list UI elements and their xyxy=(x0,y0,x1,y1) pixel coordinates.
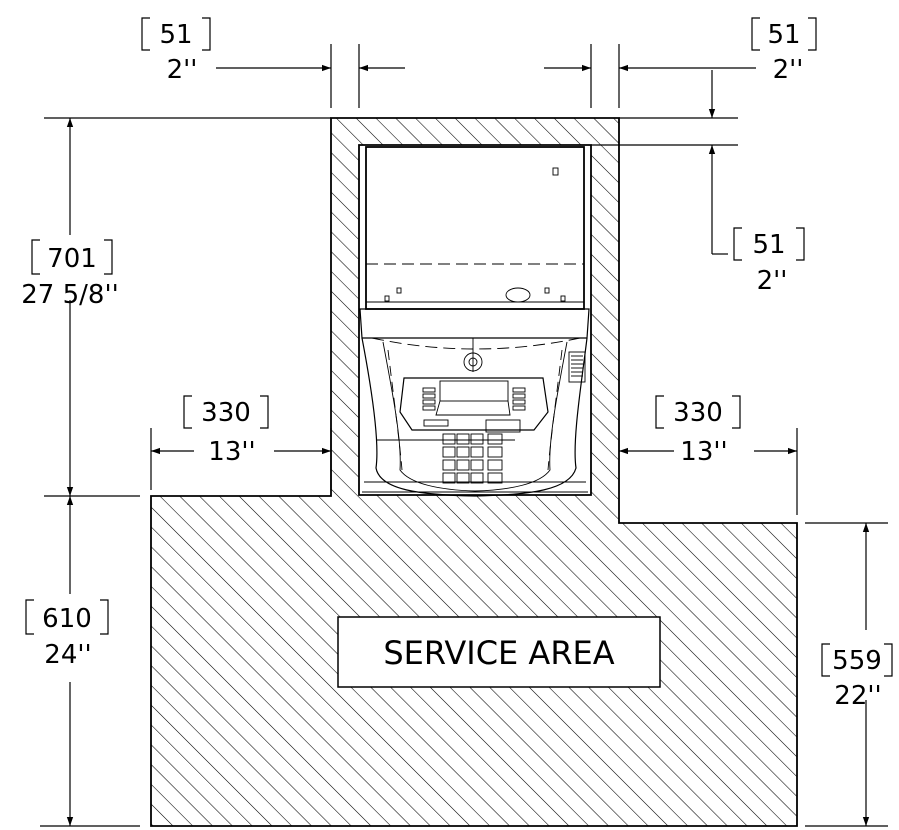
dim-top-left-gap: 51 2'' xyxy=(141,17,405,108)
dim-enclosure-depth: 701 27 5/8'' xyxy=(21,117,331,497)
svg-text:SERVICE AREA: SERVICE AREA xyxy=(383,634,614,672)
dim-side-clearance-right: 330 13'' xyxy=(619,395,798,515)
svg-text:559: 559 xyxy=(832,646,882,676)
atm-unit xyxy=(359,146,590,497)
svg-text:330: 330 xyxy=(201,398,251,428)
svg-text:330: 330 xyxy=(673,398,723,428)
svg-text:27 5/8'': 27 5/8'' xyxy=(21,280,119,310)
svg-text:22'': 22'' xyxy=(834,681,881,711)
svg-text:701: 701 xyxy=(47,244,97,274)
svg-text:2'': 2'' xyxy=(757,266,788,296)
svg-text:13'': 13'' xyxy=(680,437,727,467)
svg-text:51: 51 xyxy=(159,20,192,50)
svg-text:2'': 2'' xyxy=(773,55,804,85)
service-area-label: SERVICE AREA xyxy=(337,616,661,688)
svg-text:51: 51 xyxy=(752,230,785,260)
svg-text:24'': 24'' xyxy=(44,640,91,670)
svg-text:610: 610 xyxy=(42,604,92,634)
svg-text:2'': 2'' xyxy=(167,55,198,85)
dim-front-depth-left: 610 24'' xyxy=(25,496,140,827)
svg-text:51: 51 xyxy=(767,20,800,50)
dim-rear-gap: 51 2'' xyxy=(591,70,805,296)
dim-top-right-gap: 51 2'' xyxy=(544,17,817,108)
dim-front-depth-right: 559 22'' xyxy=(805,522,893,827)
svg-text:13'': 13'' xyxy=(208,437,255,467)
dim-side-clearance-left: 330 13'' xyxy=(150,395,332,490)
hatched-service-zone xyxy=(150,117,798,827)
